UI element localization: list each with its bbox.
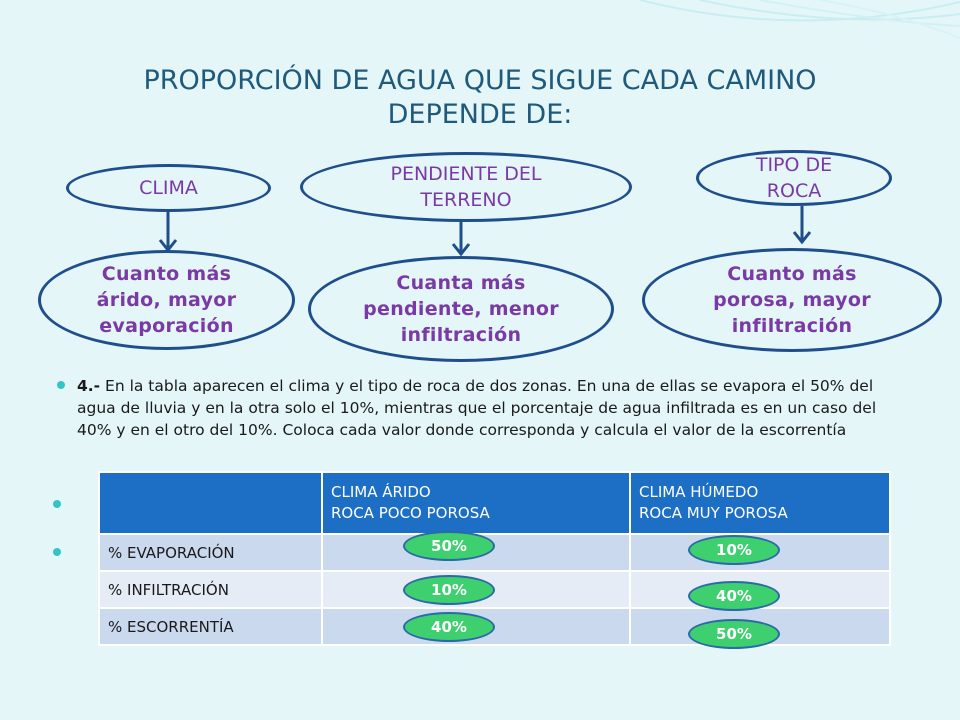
effect-clima: Cuanto más árido, mayor evaporación bbox=[38, 250, 295, 350]
bullet-empty-1 bbox=[53, 500, 61, 508]
title-line-1: PROPORCIÓN DE AGUA QUE SIGUE CADA CAMINO bbox=[143, 65, 817, 96]
bullet-exercise bbox=[57, 381, 65, 389]
answer-infiltracion-humedo[interactable]: 40% bbox=[688, 581, 780, 611]
factor-tipo-roca: TIPO DE ROCA bbox=[696, 150, 892, 206]
slide-title: PROPORCIÓN DE AGUA QUE SIGUE CADA CAMINO… bbox=[60, 64, 900, 132]
exercise-text: En la tabla aparecen el clima y el tipo … bbox=[77, 377, 877, 439]
answer-escorrentia-arido[interactable]: 40% bbox=[403, 612, 495, 642]
row-label-evaporacion: % EVAPORACIÓN bbox=[98, 533, 323, 572]
header-clima-humedo-line2: ROCA MUY POROSA bbox=[639, 504, 788, 522]
row-label-escorrentia: % ESCORRENTÍA bbox=[98, 607, 323, 646]
results-table: CLIMA ÁRIDO ROCA POCO POROSA CLIMA HÚMED… bbox=[98, 471, 891, 646]
answer-evaporacion-humedo[interactable]: 10% bbox=[688, 535, 780, 565]
answer-escorrentia-humedo[interactable]: 50% bbox=[688, 619, 780, 649]
factor-clima-label: CLIMA bbox=[139, 177, 198, 199]
exercise-paragraph: 4.- En la tabla aparecen el clima y el t… bbox=[77, 375, 897, 441]
factor-pendiente: PENDIENTE DEL TERRENO bbox=[300, 152, 632, 222]
exercise-number: 4.- bbox=[77, 377, 101, 395]
row-label-infiltracion: % INFILTRACIÓN bbox=[98, 570, 323, 609]
header-clima-humedo: CLIMA HÚMEDO ROCA MUY POROSA bbox=[629, 471, 891, 535]
bullet-empty-2 bbox=[53, 548, 61, 556]
answer-evaporacion-arido[interactable]: 50% bbox=[403, 531, 495, 561]
effect-tipo-roca-text: Cuanto más porosa, mayor infiltración bbox=[713, 263, 871, 337]
header-clima-humedo-line1: CLIMA HÚMEDO bbox=[639, 483, 759, 501]
answer-infiltracion-arido[interactable]: 10% bbox=[403, 575, 495, 605]
effect-pendiente-text: Cuanta más pendiente, menor infiltración bbox=[363, 272, 559, 346]
factor-pendiente-label: PENDIENTE DEL TERRENO bbox=[390, 163, 542, 211]
table-header-row: CLIMA ÁRIDO ROCA POCO POROSA CLIMA HÚMED… bbox=[98, 471, 891, 535]
header-empty-cell bbox=[98, 471, 323, 535]
header-clima-arido: CLIMA ÁRIDO ROCA POCO POROSA bbox=[321, 471, 631, 535]
effect-tipo-roca: Cuanto más porosa, mayor infiltración bbox=[642, 248, 942, 352]
factor-clima: CLIMA bbox=[66, 164, 271, 212]
effect-clima-text: Cuanto más árido, mayor evaporación bbox=[96, 263, 237, 337]
factor-tipo-roca-label: TIPO DE ROCA bbox=[755, 154, 833, 202]
header-clima-arido-line2: ROCA POCO POROSA bbox=[331, 504, 490, 522]
effect-pendiente: Cuanta más pendiente, menor infiltración bbox=[308, 256, 614, 362]
title-line-2: DEPENDE DE: bbox=[387, 99, 573, 130]
header-clima-arido-line1: CLIMA ÁRIDO bbox=[331, 483, 431, 501]
